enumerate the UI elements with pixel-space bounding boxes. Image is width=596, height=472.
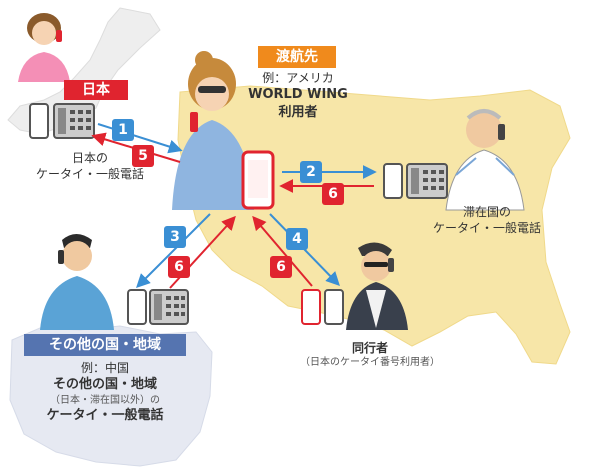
origin-caption: 日本の ケータイ・一般電話 [20,150,160,182]
destination-example: 例：アメリカ [262,71,334,85]
companion-mobile-phone-gray-icon [324,289,344,325]
local-landline-phone-icon [406,163,448,199]
badge-6-local: 6 [322,183,344,205]
other-man-figure [40,234,114,330]
destination-tag: 渡航先 [258,46,336,68]
companion-caption-line1: 同行者 [351,341,388,355]
local-man-figure [445,109,525,211]
badge-3: 3 [164,226,186,248]
badge-5: 5 [132,145,154,167]
destination-user: 利用者 [278,104,318,120]
origin-caption-line2: ケータイ・一般電話 [35,167,144,182]
destination-service: WORLD WING [248,87,348,103]
badge-6-other: 6 [168,256,190,278]
traveler-woman-figure [172,51,254,210]
companion-caption: 同行者 （日本のケータイ番号利用者） [290,340,450,370]
destination-caption: 例：アメリカ WORLD WING 利用者 [228,70,368,121]
local-mobile-phone-icon [383,163,403,199]
local-caption: 滞在国の ケータイ・一般電話 [412,204,562,236]
companion-man-figure [346,242,408,330]
companion-caption-line2: （日本のケータイ番号利用者） [300,357,440,369]
local-caption-line1: 滞在国の [462,205,511,219]
origin-tag: 日本 [64,80,128,100]
other-caption-line1: その他の国・地域 [52,377,157,393]
origin-caption-line1: 日本の [71,151,108,165]
traveler-mobile-phone-icon [241,150,275,210]
other-caption-line3: ケータイ・一般電話 [46,408,164,424]
arrow-1-japan-to-traveler [97,123,183,154]
other-caption: 例：中国 その他の国・地域 （日本・滞在国以外）の ケータイ・一般電話 [30,360,180,425]
other-caption-line2: （日本・滞在国以外）の [50,394,160,406]
local-caption-line2: ケータイ・一般電話 [432,221,541,236]
arrow-6-companion-to-traveler [252,215,313,287]
japan-mobile-phone-icon [29,103,49,139]
companion-mobile-phone-red-icon [301,289,321,325]
other-mobile-phone-icon [127,289,147,325]
badge-2: 2 [300,161,322,183]
japan-map [7,7,161,135]
badge-1: 1 [112,119,134,141]
arrow-3-traveler-to-other [136,213,211,288]
badge-4: 4 [286,228,308,250]
other-landline-phone-icon [149,289,189,325]
other-tag: その他の国・地域 [24,334,186,356]
other-example: 例：中国 [80,361,129,375]
japan-woman-figure [18,13,70,82]
japan-landline-phone-icon [53,103,95,139]
badge-6-companion: 6 [270,256,292,278]
